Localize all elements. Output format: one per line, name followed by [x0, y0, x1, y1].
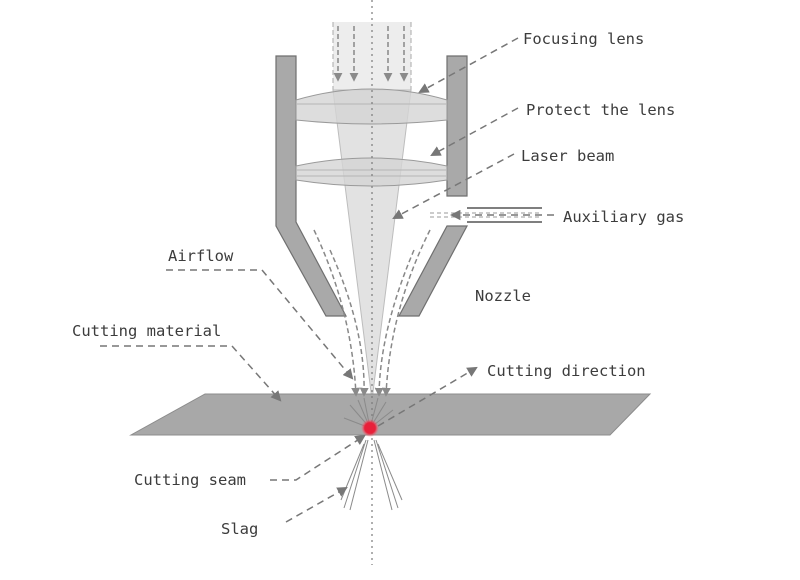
label-laser-beam: Laser beam	[521, 147, 614, 165]
label-nozzle: Nozzle	[475, 287, 531, 305]
label-airflow: Airflow	[168, 247, 234, 265]
leader-protect-lens	[430, 107, 519, 157]
label-focusing-lens: Focusing lens	[523, 30, 644, 48]
label-auxiliary-gas: Auxiliary gas	[563, 208, 684, 226]
auxiliary-gas-inlet	[430, 207, 542, 223]
input-beam	[332, 22, 412, 92]
nozzle-right-wall-upper	[446, 55, 468, 197]
leader-airflow	[166, 269, 354, 380]
label-cutting-direction: Cutting direction	[487, 362, 646, 380]
leader-lines	[100, 37, 554, 523]
leader-slag	[285, 486, 348, 523]
leader-focusing-lens	[418, 37, 519, 94]
label-protect-lens: Protect the lens	[526, 101, 675, 119]
label-slag: Slag	[221, 520, 258, 538]
airflow-arrows	[313, 229, 431, 397]
leader-cutting-material	[100, 345, 282, 402]
leader-cutting-direction	[377, 366, 478, 427]
nozzle-left-wall	[275, 55, 347, 317]
cutting-material-plate	[129, 393, 652, 436]
laser-beam-cone	[332, 89, 412, 401]
nozzle-right-wall-lower	[398, 225, 468, 317]
label-cutting-material: Cutting material	[72, 322, 221, 340]
leader-cutting-seam	[270, 434, 366, 481]
label-cutting-seam: Cutting seam	[134, 471, 246, 489]
leader-laser-beam	[392, 153, 515, 219]
nozzle-body	[275, 55, 468, 317]
focusing-lens	[295, 88, 448, 125]
